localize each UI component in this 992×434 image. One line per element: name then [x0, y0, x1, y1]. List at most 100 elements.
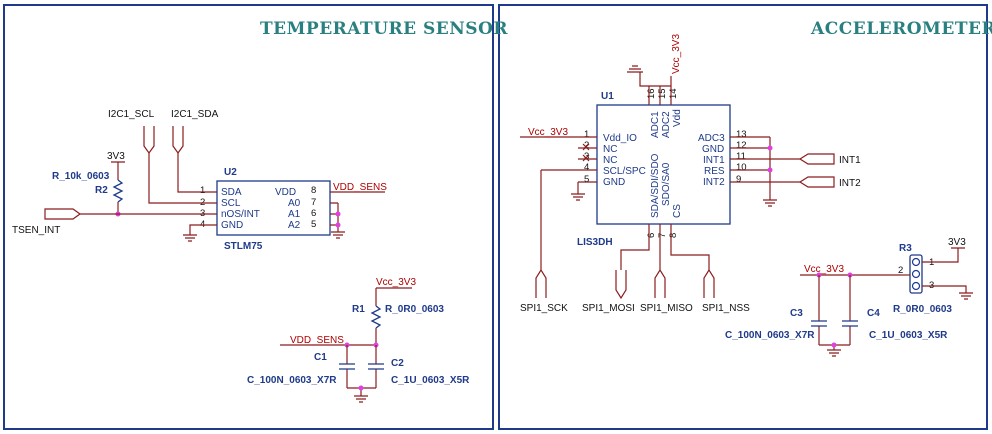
accelerometer-frame [498, 4, 988, 430]
r1-resistor: Vcc_3V3 R1 R_0R0_0603 [352, 277, 444, 345]
u1-pin-name: NC [603, 155, 617, 166]
temperature-sensor-title: TEMPERATURE SENSOR [260, 19, 508, 39]
u1-pin-num: 13 [736, 129, 747, 140]
c4-value: C_1U_0603_X5R [869, 330, 948, 341]
u1-pin-num: 15 [657, 88, 668, 99]
u1-pin-num: 11 [736, 151, 746, 162]
caps-vcc-label: Vcc_3V3 [804, 264, 844, 275]
c1-capacitor: C1 C_100N_0603_X7R [247, 345, 355, 388]
u1-pin-num: 4 [584, 162, 589, 173]
r3-value: R_0R0_0603 [893, 304, 952, 315]
u1-pin-num: 7 [657, 233, 668, 238]
u1-pin-num: 1 [584, 129, 589, 140]
u1-part: LIS3DH [577, 237, 613, 248]
spi1-miso-port: SPI1_MISO [640, 268, 693, 314]
tsen-int-label: TSEN_INT [12, 225, 60, 236]
c1-ref: C1 [314, 352, 327, 363]
u2-pin-num: 6 [311, 208, 316, 219]
u1-pin-num: 8 [668, 233, 679, 238]
u1-pin-name: NC [603, 144, 617, 155]
u2-pin-num: 1 [200, 185, 205, 196]
u1-pin-name: ADC3 [698, 133, 725, 144]
u2-stlm75: U2 STLM75 1 2 3 4 SDA SCL nOS/INT GND 8 … [200, 167, 331, 252]
u1-pin-num: 16 [646, 88, 657, 99]
u1-pin-num: 10 [736, 162, 747, 173]
u1-pin-name: ADC1 [650, 111, 661, 138]
c4-capacitor: C4 C_1U_0603_X5R [842, 275, 948, 345]
c2-value: C_1U_0603_X5R [391, 375, 470, 386]
r2-ref: R2 [95, 185, 108, 196]
u1-pin-name: Vdd_IO [603, 133, 637, 144]
c3-capacitor: C3 C_100N_0603_X7R [725, 275, 827, 345]
u2-pin-num: 8 [311, 185, 316, 196]
u1-pin-name: GND [603, 177, 625, 188]
c3-value: C_100N_0603_X7R [725, 330, 815, 341]
u2-pin-name: SDA [221, 187, 242, 198]
u1-vcc-top-label: Vcc_3V3 [671, 34, 682, 74]
u2-pin-name: SCL [221, 198, 241, 209]
u2-pin-name: VDD [275, 187, 296, 198]
vdd-sens-net-2: VDD_SENS [290, 335, 344, 346]
r2-3v3-label: 3V3 [107, 151, 125, 162]
r2-resistor: 3V3 R_10k_0603 R2 [52, 151, 125, 214]
u1-pin-name: ADC2 [661, 111, 672, 138]
u1-pin-name: SDO/SA0 [661, 162, 672, 206]
r3-pin2: 2 [898, 265, 903, 276]
int2-port: INT2 [798, 176, 861, 189]
int2-label: INT2 [839, 178, 861, 189]
u1-pin-num: 14 [668, 88, 679, 99]
u1-pin-name: Vdd [672, 109, 683, 127]
u1-pin-num: 2 [584, 140, 589, 151]
r3-ref: R3 [899, 243, 912, 254]
r3-3v3-label: 3V3 [948, 237, 966, 248]
tsen-int-port: TSEN_INT [12, 208, 82, 236]
c3-ref: C3 [790, 308, 803, 319]
u2-pin-name: nOS/INT [221, 209, 260, 220]
r1-ref: R1 [352, 304, 365, 315]
spi1-sck-label: SPI1_SCK [520, 303, 568, 314]
temperature-sensor-frame [3, 4, 494, 430]
u1-lis3dh: U1 LIS3DH 1 2 3 4 5 Vdd_IO NC NC SCL/SPC… [577, 88, 747, 248]
u1-pin-num: 9 [736, 174, 741, 185]
int1-port: INT1 [798, 153, 861, 166]
u2-part: STLM75 [224, 241, 263, 252]
spi1-mosi-label: SPI1_MOSI [582, 303, 635, 314]
u2-pin-name: GND [221, 220, 243, 231]
u1-pin-name: SDA/SDI/SDO [650, 153, 661, 218]
r1-value: R_0R0_0603 [385, 304, 444, 315]
u1-pin-num: 6 [646, 233, 657, 238]
spi1-nss-port: SPI1_NSS [702, 268, 750, 314]
c2-ref: C2 [391, 358, 404, 369]
r3-jumper: R3 2 1 3 R_0R0_0603 [893, 243, 952, 315]
c4-ref: C4 [867, 308, 880, 319]
vdd-sens-net: VDD_SENS [333, 182, 387, 193]
c1-value: C_100N_0603_X7R [247, 375, 337, 386]
c2-capacitor: C2 C_1U_0603_X5R [368, 345, 470, 388]
r2-value: R_10k_0603 [52, 171, 110, 182]
u1-pin-name: GND [702, 144, 724, 155]
i2c1-scl-label: I2C1_SCL [108, 109, 155, 120]
spi1-miso-label: SPI1_MISO [640, 303, 693, 314]
u2-pin-name: A0 [288, 198, 301, 209]
i2c1-sda-port: I2C1_SDA [171, 109, 219, 193]
u2-pin-name: A1 [288, 209, 301, 220]
u1-pin-num: 5 [584, 174, 589, 185]
accelerometer-title: ACCELEROMETER [810, 19, 992, 39]
u1-pin-name: INT2 [703, 177, 725, 188]
u2-pin-num: 5 [311, 219, 316, 230]
r1-vcc-label: Vcc_3V3 [376, 277, 416, 288]
u1-pin-name: INT1 [703, 155, 725, 166]
i2c1-sda-label: I2C1_SDA [171, 109, 219, 120]
u1-pin-name: CS [672, 204, 683, 218]
u1-pin-num: 12 [736, 140, 747, 151]
i2c1-scl-port: I2C1_SCL [108, 109, 195, 204]
spi1-nss-label: SPI1_NSS [702, 303, 750, 314]
int1-label: INT1 [839, 155, 861, 166]
u1-pin-name: RES [704, 166, 725, 177]
u1-ref: U1 [601, 91, 614, 102]
u2-pin-name: A2 [288, 220, 301, 231]
spi1-mosi-port: SPI1_MOSI [582, 270, 635, 314]
u1-pin-name: SCL/SPC [603, 166, 646, 177]
u1-pin-num: 3 [584, 151, 589, 162]
